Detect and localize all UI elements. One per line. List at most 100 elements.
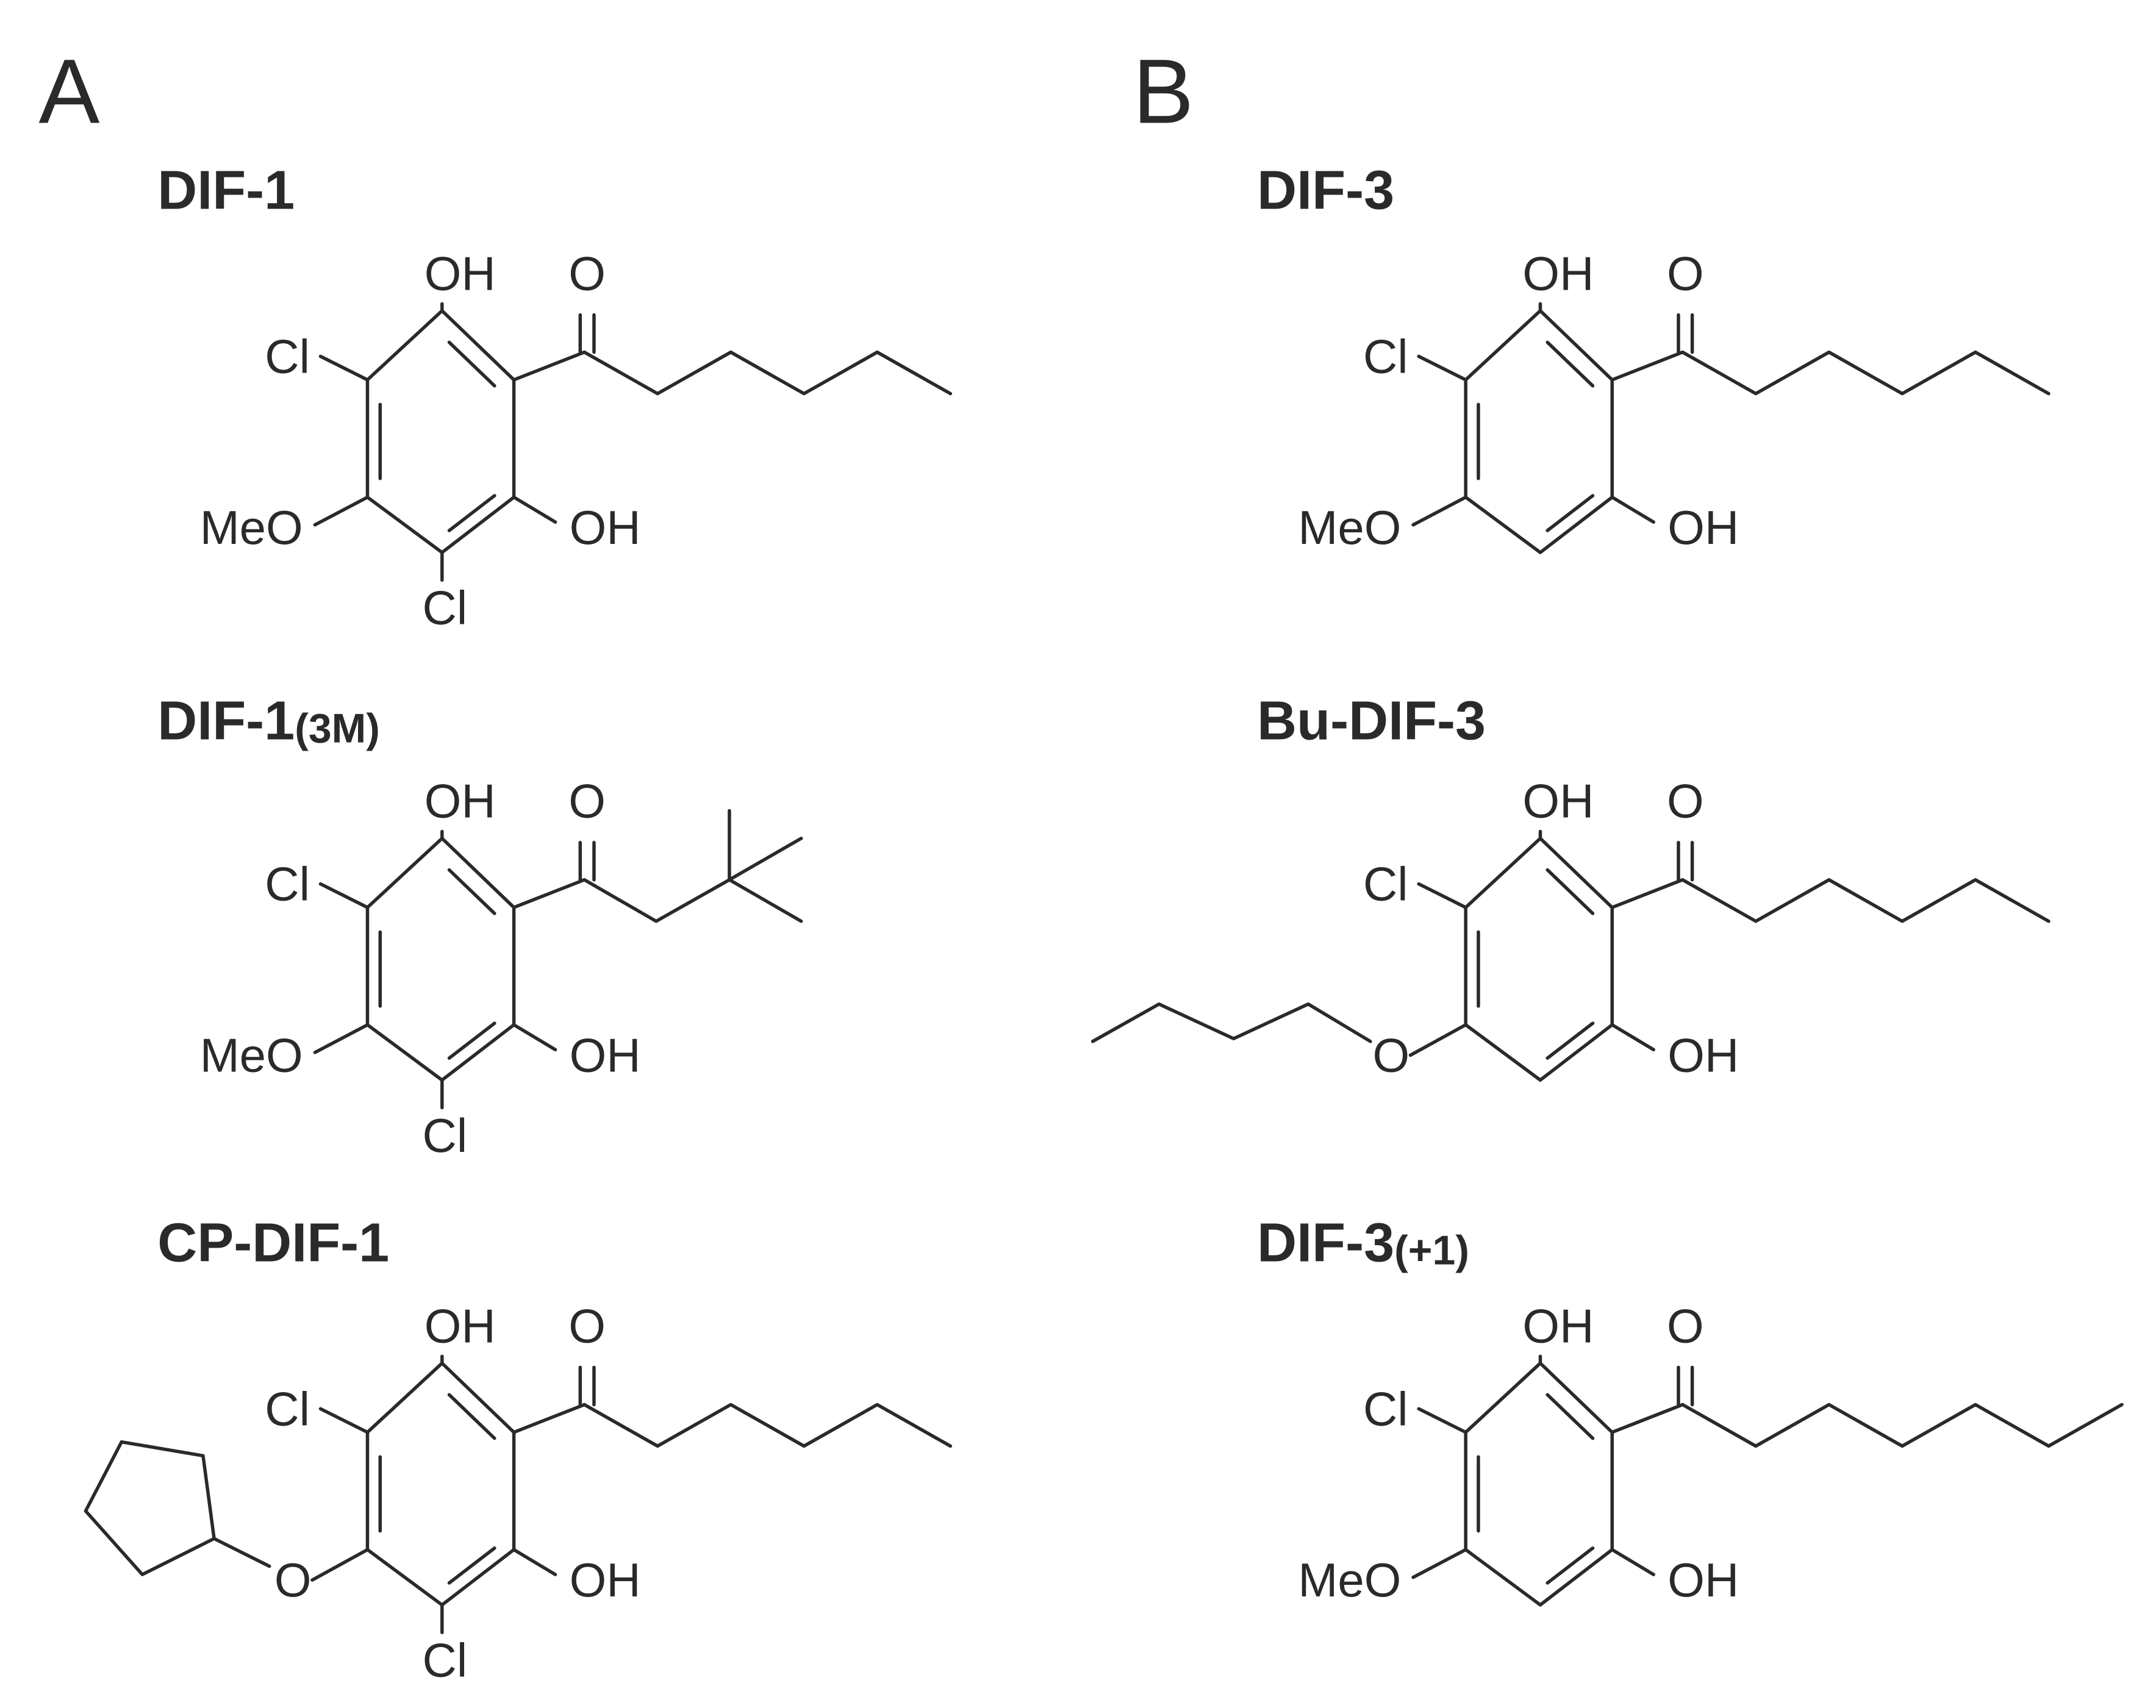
ring-double-bond: [1545, 1021, 1595, 1060]
bond: [1610, 1402, 1685, 1434]
ring-bond: [365, 1023, 444, 1082]
ring-bond: [1538, 837, 1614, 909]
bond: [318, 882, 370, 909]
ether-oxygen-label: O: [1373, 1028, 1410, 1082]
ring-bond: [365, 309, 444, 382]
compound-name: CP-DIF-1: [157, 1213, 389, 1274]
methyl-bond: [728, 878, 803, 923]
ring-bond: [1464, 1361, 1542, 1434]
ring-double-bond: [447, 1546, 496, 1585]
hydroxyl-label: OH: [424, 774, 496, 828]
compound-name-main: DIF-3: [1257, 1213, 1394, 1274]
ring-bond: [365, 495, 444, 554]
chlorine-label: Cl: [1363, 857, 1408, 911]
bond: [313, 1023, 370, 1054]
ring-bond: [1538, 309, 1614, 382]
bond: [318, 1407, 370, 1434]
carbonyl-oxygen-label: O: [1667, 246, 1704, 300]
chlorine-label: Cl: [422, 581, 467, 635]
compound-name-suffix: (3M): [295, 705, 380, 751]
ring-double-bond: [1545, 868, 1595, 915]
ring-bond: [365, 1548, 444, 1607]
acyl-chain: [1681, 350, 2050, 396]
bond: [1610, 878, 1685, 909]
bond: [313, 495, 370, 527]
cyclopentyl-ring: [84, 1440, 216, 1576]
carbonyl-oxygen-label: O: [568, 246, 606, 300]
chlorine-label: Cl: [265, 329, 310, 383]
ring-bond: [1464, 1548, 1542, 1607]
bond: [512, 1548, 557, 1576]
bond: [1417, 882, 1467, 909]
ring-bond: [1538, 495, 1614, 554]
bond: [1408, 1023, 1467, 1057]
compound-name: DIF-1: [157, 160, 295, 221]
chlorine-label: Cl: [1363, 329, 1408, 383]
compound-name: DIF-1(3M): [157, 690, 380, 751]
methoxy-label: MeO: [200, 501, 303, 554]
bond: [512, 350, 586, 382]
ring-double-bond: [447, 1393, 496, 1440]
chlorine-label: Cl: [265, 857, 310, 911]
ring-bond: [1538, 1023, 1614, 1082]
ring-bond: [365, 1361, 444, 1434]
compound-name-suffix: (+1): [1394, 1227, 1469, 1274]
ring-double-bond: [447, 340, 496, 388]
methyl-bond: [728, 837, 803, 882]
ring-bond: [1464, 495, 1542, 554]
chlorine-label: Cl: [265, 1382, 310, 1435]
chlorine-label: Cl: [422, 1109, 467, 1162]
hydroxyl-label: OH: [424, 246, 496, 300]
bond: [512, 1402, 586, 1434]
ring-bond: [440, 1023, 516, 1082]
compound-name-main: CP-DIF-1: [157, 1213, 389, 1274]
chlorine-label: Cl: [422, 1634, 467, 1687]
bond: [1610, 350, 1685, 382]
acyl-chain: [582, 878, 731, 923]
hydroxyl-label: OH: [1522, 1299, 1594, 1352]
ring-bond: [1464, 309, 1542, 382]
ring-double-bond: [447, 868, 496, 915]
acyl-chain: [1681, 878, 2050, 923]
chlorine-label: Cl: [1363, 1382, 1408, 1435]
acyl-chain: [582, 350, 953, 396]
hydroxyl-label: OH: [1667, 501, 1739, 554]
bond: [1417, 1407, 1467, 1434]
hydroxyl-label: OH: [424, 1299, 496, 1352]
carbonyl-oxygen-label: O: [568, 774, 606, 828]
ring-double-bond: [1545, 1393, 1595, 1440]
ring-bond: [1464, 1023, 1542, 1082]
compound-name: DIF-3(+1): [1257, 1213, 1469, 1274]
compound-name-main: DIF-1: [157, 160, 295, 221]
carbonyl-oxygen-label: O: [568, 1299, 606, 1352]
acyl-chain: [582, 1402, 953, 1448]
compound-name-main: DIF-3: [1257, 160, 1394, 221]
butyl-chain: [1091, 1002, 1372, 1043]
bond: [512, 495, 557, 524]
ring-double-bond: [1545, 1546, 1595, 1585]
compound-name-main: DIF-1: [157, 690, 295, 751]
hydroxyl-label: OH: [1667, 1553, 1739, 1607]
ring-bond: [440, 1361, 516, 1434]
bond: [1610, 495, 1655, 524]
methoxy-label: MeO: [1298, 1553, 1401, 1607]
methoxy-label: MeO: [1298, 501, 1401, 554]
hydroxyl-label: OH: [1522, 774, 1594, 828]
ring-bond: [365, 837, 444, 909]
ring-double-bond: [1545, 340, 1595, 388]
ring-bond: [440, 495, 516, 554]
methoxy-label: MeO: [200, 1028, 303, 1082]
acyl-chain: [1681, 1402, 2124, 1448]
ring-bond: [1464, 837, 1542, 909]
bond: [1417, 354, 1467, 382]
carbonyl-oxygen-label: O: [1667, 774, 1704, 828]
ring-bond: [440, 837, 516, 909]
ring-bond: [440, 1548, 516, 1607]
ring-double-bond: [1545, 494, 1595, 532]
carbonyl-oxygen-label: O: [1667, 1299, 1704, 1352]
